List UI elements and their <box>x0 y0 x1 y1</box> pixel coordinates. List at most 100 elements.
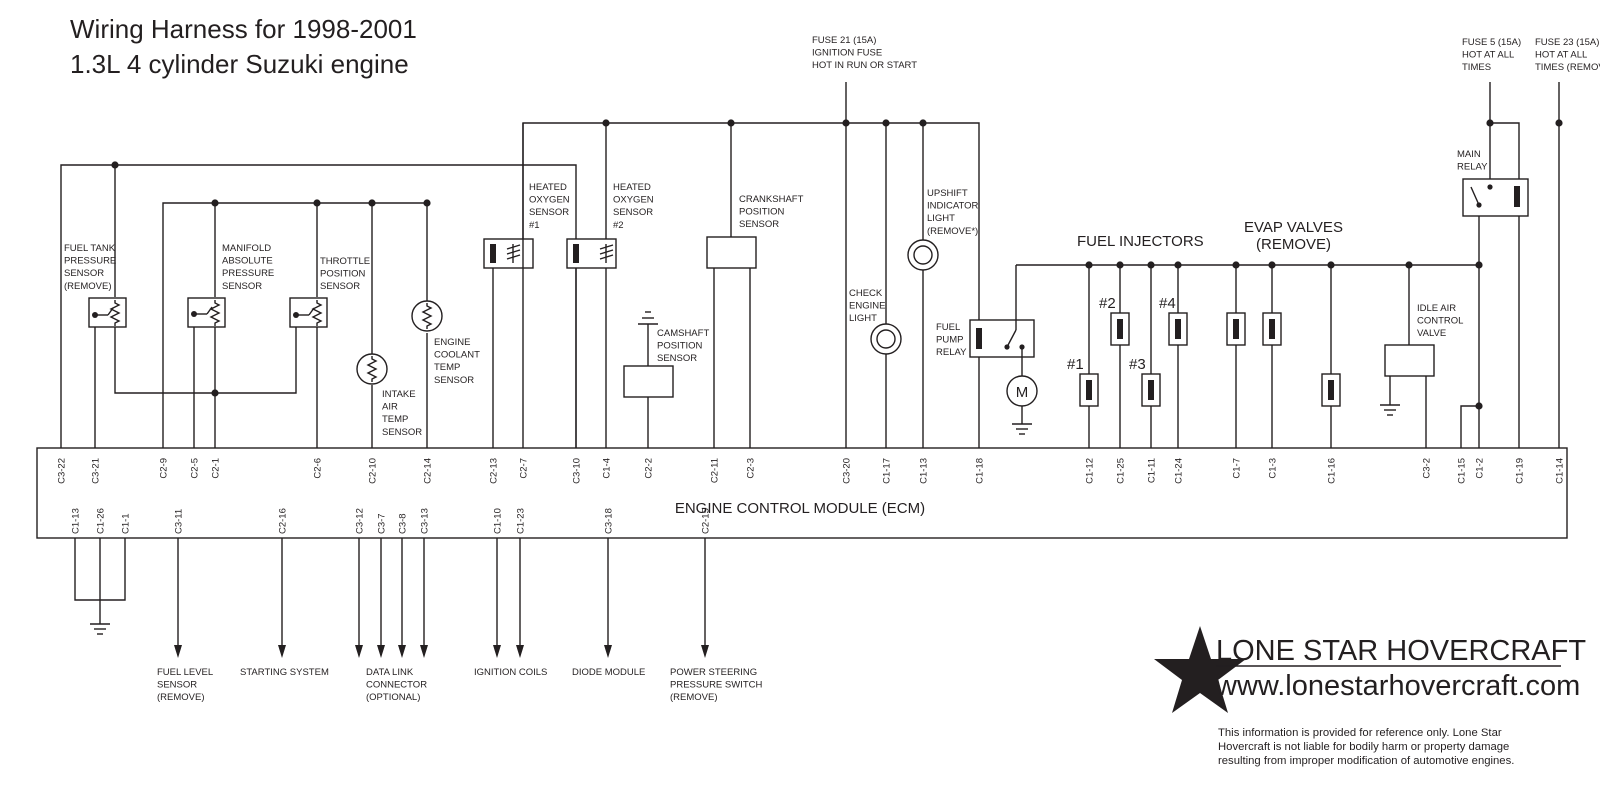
component-labels: FUEL TANK PRESSURE SENSOR (REMOVE) MANIFOLD A… <box>64 35 1600 703</box>
ect-label: ENGINE <box>434 337 470 348</box>
evap-heading: (REMOVE) <box>1256 236 1331 253</box>
arrow-head-icon <box>701 645 709 658</box>
ecm-pin-label: C3-18 <box>604 508 615 534</box>
ckp-label: CRANKSHAFT <box>739 194 804 205</box>
camshaft-position-sensor <box>623 311 674 448</box>
idle-air-control-valve <box>1380 344 1435 416</box>
fuse21-label: IGNITION FUSE <box>812 48 882 59</box>
fuel-tank-label: SENSOR <box>64 268 104 279</box>
intake-air-temp-sensor <box>356 353 388 385</box>
fuse5-label: TIMES <box>1462 62 1491 73</box>
check-engine-label: ENGINE <box>849 301 885 312</box>
iat-label: SENSOR <box>382 427 422 438</box>
ground-c1-13-c1-26-c1-1 <box>74 538 126 635</box>
ho2s1-label: SENSOR <box>529 207 569 218</box>
ecm-pin-label: C1-4 <box>602 458 613 479</box>
fuse5-label: HOT AT ALL <box>1462 50 1514 61</box>
heated-oxygen-sensor-1 <box>483 238 534 269</box>
injector-4-label: #4 <box>1159 295 1176 312</box>
arrow-head-icon <box>493 645 501 658</box>
injector-2 <box>1110 312 1130 346</box>
data-link-output-label: (OPTIONAL) <box>366 692 420 703</box>
ho2s1-label: OXYGEN <box>529 195 570 206</box>
ecm-pin-label: C1-7 <box>1232 458 1243 479</box>
ecm-pin-label: C1-19 <box>1515 458 1526 484</box>
output-arrows <box>174 538 709 658</box>
ecm-pin-label: C1-24 <box>1174 458 1185 484</box>
evap-valve-2 <box>1262 312 1282 346</box>
ecm-pin-label: C2-14 <box>423 458 434 484</box>
arrow-head-icon <box>398 645 406 658</box>
throttle-position-sensor <box>289 297 328 328</box>
fuel-tank-label: FUEL TANK <box>64 243 116 254</box>
arrow-head-icon <box>604 645 612 658</box>
ecm-pin-label: C3-7 <box>377 513 388 534</box>
engine-coolant-temp-sensor <box>411 300 443 332</box>
check-engine-light <box>870 323 902 355</box>
left-sensor-wiring <box>60 161 577 448</box>
ecm-pin-label: C3-12 <box>355 508 366 534</box>
ecm-pin-label: C2-7 <box>519 458 530 479</box>
ecm-pin-label: C3-11 <box>174 509 185 534</box>
injector-4 <box>1168 312 1188 346</box>
ect-label: SENSOR <box>434 375 474 386</box>
map-label: MANIFOLD <box>222 243 271 254</box>
fuel-pump-relay <box>969 265 1035 376</box>
ho2s2-label: #2 <box>613 220 624 231</box>
ecm-pin-label: C2-16 <box>278 508 289 534</box>
diode-module-output-label: DIODE MODULE <box>572 667 645 678</box>
arrow-head-icon <box>516 645 524 658</box>
map-label: SENSOR <box>222 281 262 292</box>
injector-3-label: #3 <box>1129 356 1146 373</box>
ecm-pin-label: C2-13 <box>489 458 500 484</box>
disclaimer-line-3: resulting from improper modification of … <box>1218 755 1514 767</box>
iat-label: AIR <box>382 402 398 413</box>
ecm-pin-label: C2-11 <box>710 458 721 483</box>
fuse23-label: FUSE 23 (15A) <box>1535 37 1599 48</box>
star-logo-icon <box>1154 626 1246 713</box>
ecm-pin-label: C2-15 <box>701 508 712 534</box>
upshift-indicator-light <box>907 239 939 271</box>
power-steering-output-label: (REMOVE) <box>670 692 718 703</box>
fuel-level-output-label: FUEL LEVEL <box>157 667 213 678</box>
upshift-label: INDICATOR <box>927 201 979 212</box>
fuel-tank-pressure-sensor <box>88 297 127 328</box>
data-link-output-label: CONNECTOR <box>366 680 427 691</box>
title-line-2: 1.3L 4 cylinder Suzuki engine <box>70 49 409 79</box>
cmp-label: POSITION <box>657 341 703 352</box>
map-label: ABSOLUTE <box>222 256 273 267</box>
ecm-pin-label: C1-25 <box>1116 458 1127 484</box>
starting-system-output-label: STARTING SYSTEM <box>240 667 329 678</box>
map-label: PRESSURE <box>222 268 274 279</box>
ecm-pin-label: C3-10 <box>572 458 583 484</box>
fuel-pump-relay-label: RELAY <box>936 347 967 358</box>
title-line-1: Wiring Harness for 1998-2001 <box>70 14 417 44</box>
ho2s1-label: #1 <box>529 220 540 231</box>
ecm-pin-label: C1-14 <box>1555 458 1566 484</box>
arrow-head-icon <box>355 645 363 658</box>
ecm-label: ENGINE CONTROL MODULE (ECM) <box>675 500 925 517</box>
ect-label: COOLANT <box>434 350 480 361</box>
fuel-pump-relay-label: PUMP <box>936 335 963 346</box>
upshift-label: LIGHT <box>927 213 955 224</box>
ecm-pin-label: C1-17 <box>882 458 893 484</box>
ecm-pin-label: C2-2 <box>644 458 655 479</box>
main-relay-label: MAIN <box>1457 149 1481 160</box>
brand-url: www.lonestarhovercraft.com <box>1215 670 1580 702</box>
disclaimer-line-1: This information is provided for referen… <box>1218 727 1502 739</box>
ecm-pin-label: C1-18 <box>975 458 986 484</box>
ignition-coils-output-label: IGNITION COILS <box>474 667 547 678</box>
evap-valve-1 <box>1226 312 1246 346</box>
iac-label: IDLE AIR <box>1417 303 1456 314</box>
injector-3 <box>1141 373 1161 407</box>
injector-1 <box>1079 373 1099 407</box>
main-relay <box>1462 178 1529 217</box>
ignition-bus <box>522 82 980 448</box>
ecm-pin-label: C1-23 <box>516 508 527 534</box>
ckp-label: SENSOR <box>739 219 779 230</box>
arrow-head-icon <box>174 645 182 658</box>
fuse5-label: FUSE 5 (15A) <box>1462 37 1521 48</box>
